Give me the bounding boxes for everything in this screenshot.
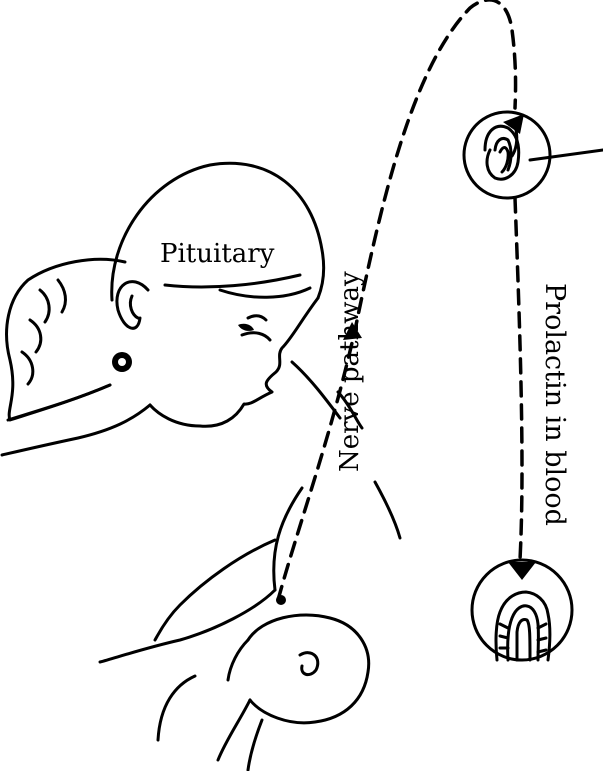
breast-arrow-icon <box>508 562 536 580</box>
eye <box>242 333 270 340</box>
head-outline <box>112 163 324 300</box>
pituitary-gland-circle-icon <box>464 112 603 198</box>
baby-head <box>248 615 369 723</box>
prolactin-route <box>515 198 522 560</box>
nipple-dot <box>276 595 286 605</box>
pituitary-label: Pituitary <box>160 239 275 269</box>
nerve-pathway-route <box>278 0 522 600</box>
hair-bun <box>7 259 125 420</box>
prolactin-label: Prolactin in blood <box>539 283 570 526</box>
baby-figure <box>218 615 369 770</box>
ear <box>117 282 148 329</box>
nerve-pathway-label: Nerve pathway <box>335 271 365 472</box>
baby-ear <box>300 653 318 675</box>
